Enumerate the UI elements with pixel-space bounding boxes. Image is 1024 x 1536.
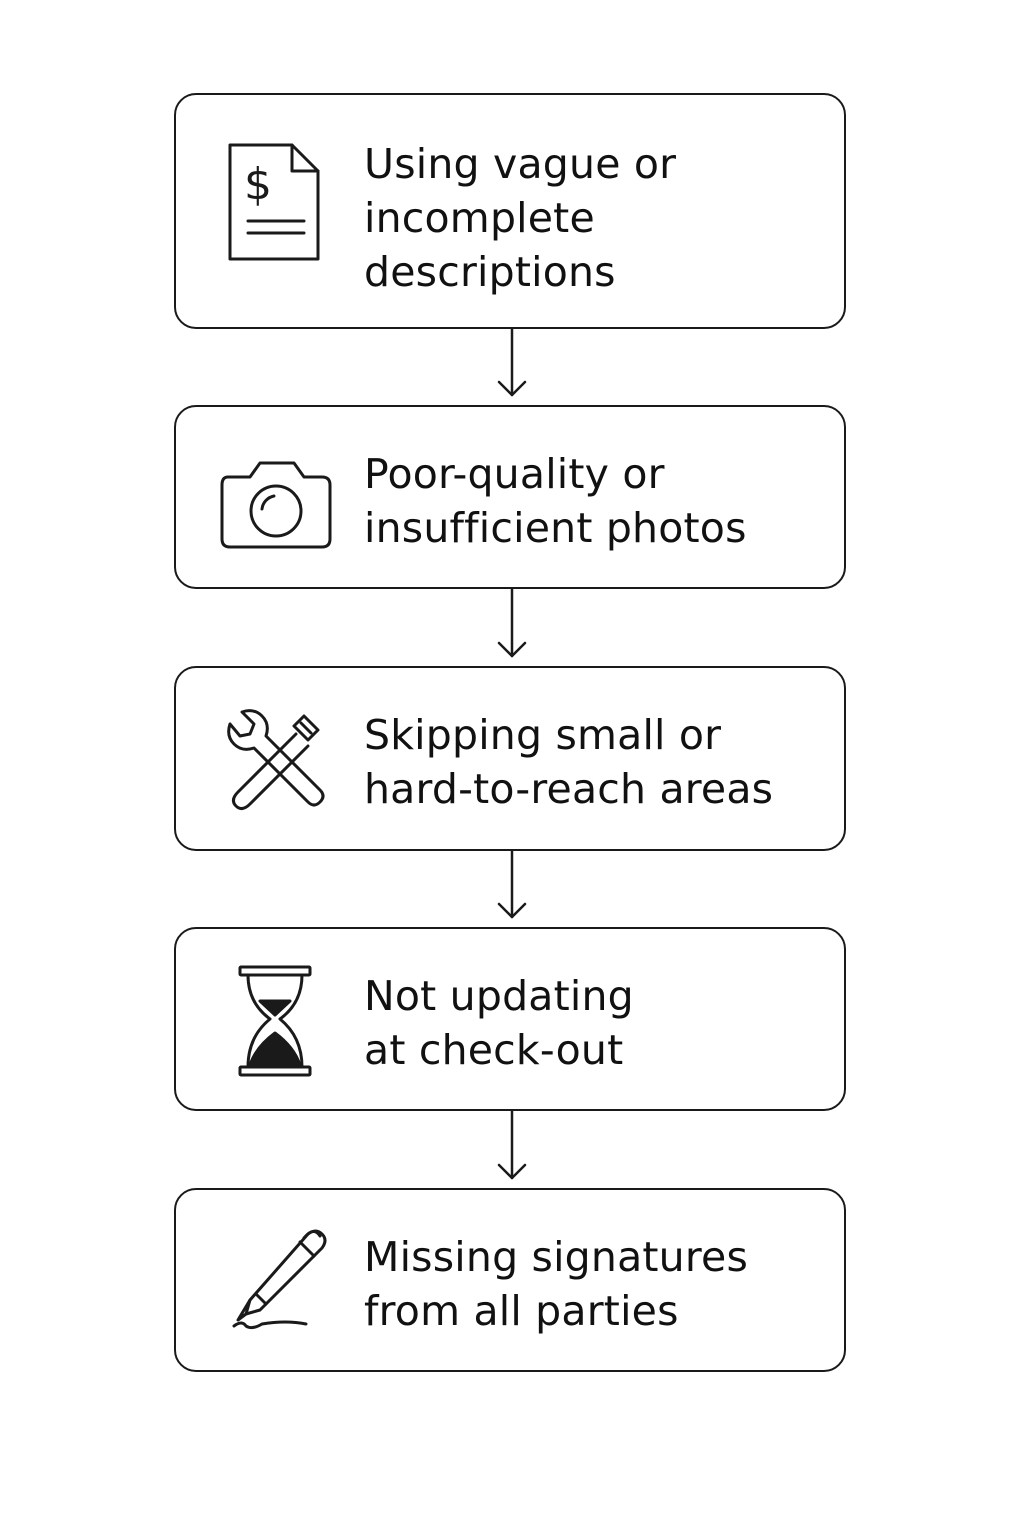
step-label-line: Missing signatures	[364, 1233, 749, 1281]
step-label-1: Using vague or incomplete descriptions	[364, 137, 824, 299]
flow-arrow-1	[496, 329, 528, 405]
step-label-line: Using vague or	[364, 140, 677, 188]
step-label-line: from all parties	[364, 1287, 679, 1335]
step-box-1: $ Using vague or incomplete descriptions	[174, 93, 846, 329]
step-box-2: Poor-quality or insufficient photos	[174, 405, 846, 589]
step-label-line: Skipping small or	[364, 711, 722, 759]
step-label-2: Poor-quality or insufficient photos	[364, 447, 824, 555]
step-label-line: incomplete	[364, 194, 595, 242]
step-label-3: Skipping small or hard-to-reach areas	[364, 708, 824, 816]
step-label-line: at check-out	[364, 1026, 624, 1074]
wrench-screwdriver-icon	[216, 700, 336, 820]
step-box-5: Missing signatures from all parties	[174, 1188, 846, 1372]
step-label-4: Not updating at check-out	[364, 969, 824, 1077]
camera-icon	[216, 439, 336, 559]
step-label-line: Poor-quality or	[364, 450, 665, 498]
hourglass-icon	[216, 961, 336, 1081]
pen-signature-icon	[216, 1222, 336, 1342]
step-box-3: Skipping small or hard-to-reach areas	[174, 666, 846, 851]
flow-arrow-3	[496, 851, 528, 927]
svg-text:$: $	[244, 159, 272, 210]
invoice-dollar-icon: $	[216, 141, 336, 261]
step-label-line: descriptions	[364, 248, 616, 296]
step-label-line: Not updating	[364, 972, 634, 1020]
flow-arrow-2	[496, 589, 528, 666]
step-label-line: insufficient photos	[364, 504, 747, 552]
step-box-4: Not updating at check-out	[174, 927, 846, 1111]
step-label-5: Missing signatures from all parties	[364, 1230, 824, 1338]
flow-arrow-4	[496, 1111, 528, 1188]
step-label-line: hard-to-reach areas	[364, 765, 774, 813]
